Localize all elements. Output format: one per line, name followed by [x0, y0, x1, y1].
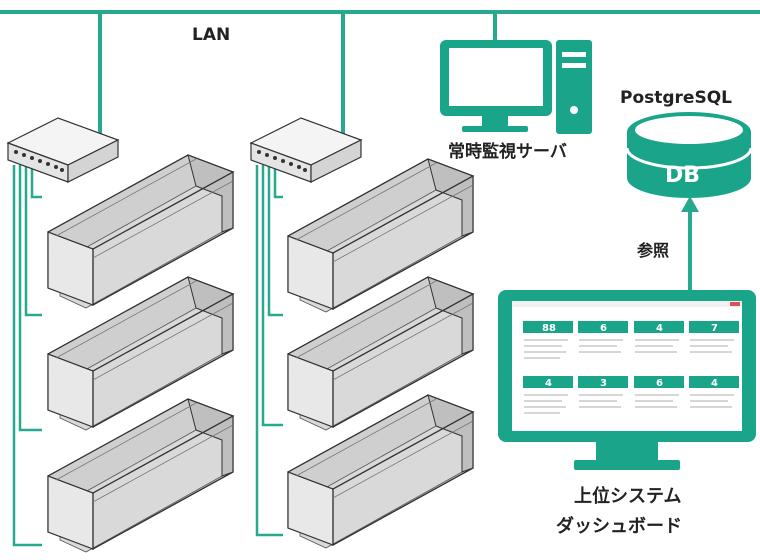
db-label: DB: [665, 163, 700, 188]
dashboard-lists-row1: [524, 339, 734, 359]
tile-value: 4: [711, 378, 718, 389]
reference-arrow-icon: [681, 196, 699, 290]
upper-system-label: 上位システム: [574, 485, 681, 507]
tile-value: 3: [600, 378, 607, 389]
server-label: 常時監視サーバ: [448, 141, 567, 162]
reference-label: 参照: [637, 241, 669, 260]
tile-value: 88: [542, 323, 556, 334]
dashboard-tiles-row2: 4 3 6 4: [523, 376, 739, 389]
tile-value: 6: [656, 378, 663, 389]
database-icon: [625, 112, 753, 198]
dashboard-label: ダッシュボード: [556, 515, 682, 537]
server-icon: [440, 40, 592, 134]
tile-value: 6: [600, 323, 607, 334]
dashboard-tiles-row1: 88 6 4 7: [523, 321, 739, 334]
dashboard-lists-row2: [524, 394, 734, 414]
middle-cables: [255, 165, 283, 537]
left-cables: [12, 165, 42, 547]
lan-label: LAN: [192, 25, 230, 45]
tile-value: 4: [656, 323, 663, 334]
lan-lines: [0, 10, 760, 140]
postgres-label: PostgreSQL: [620, 88, 732, 108]
tile-value: 7: [711, 323, 718, 334]
tile-value: 4: [545, 378, 552, 389]
